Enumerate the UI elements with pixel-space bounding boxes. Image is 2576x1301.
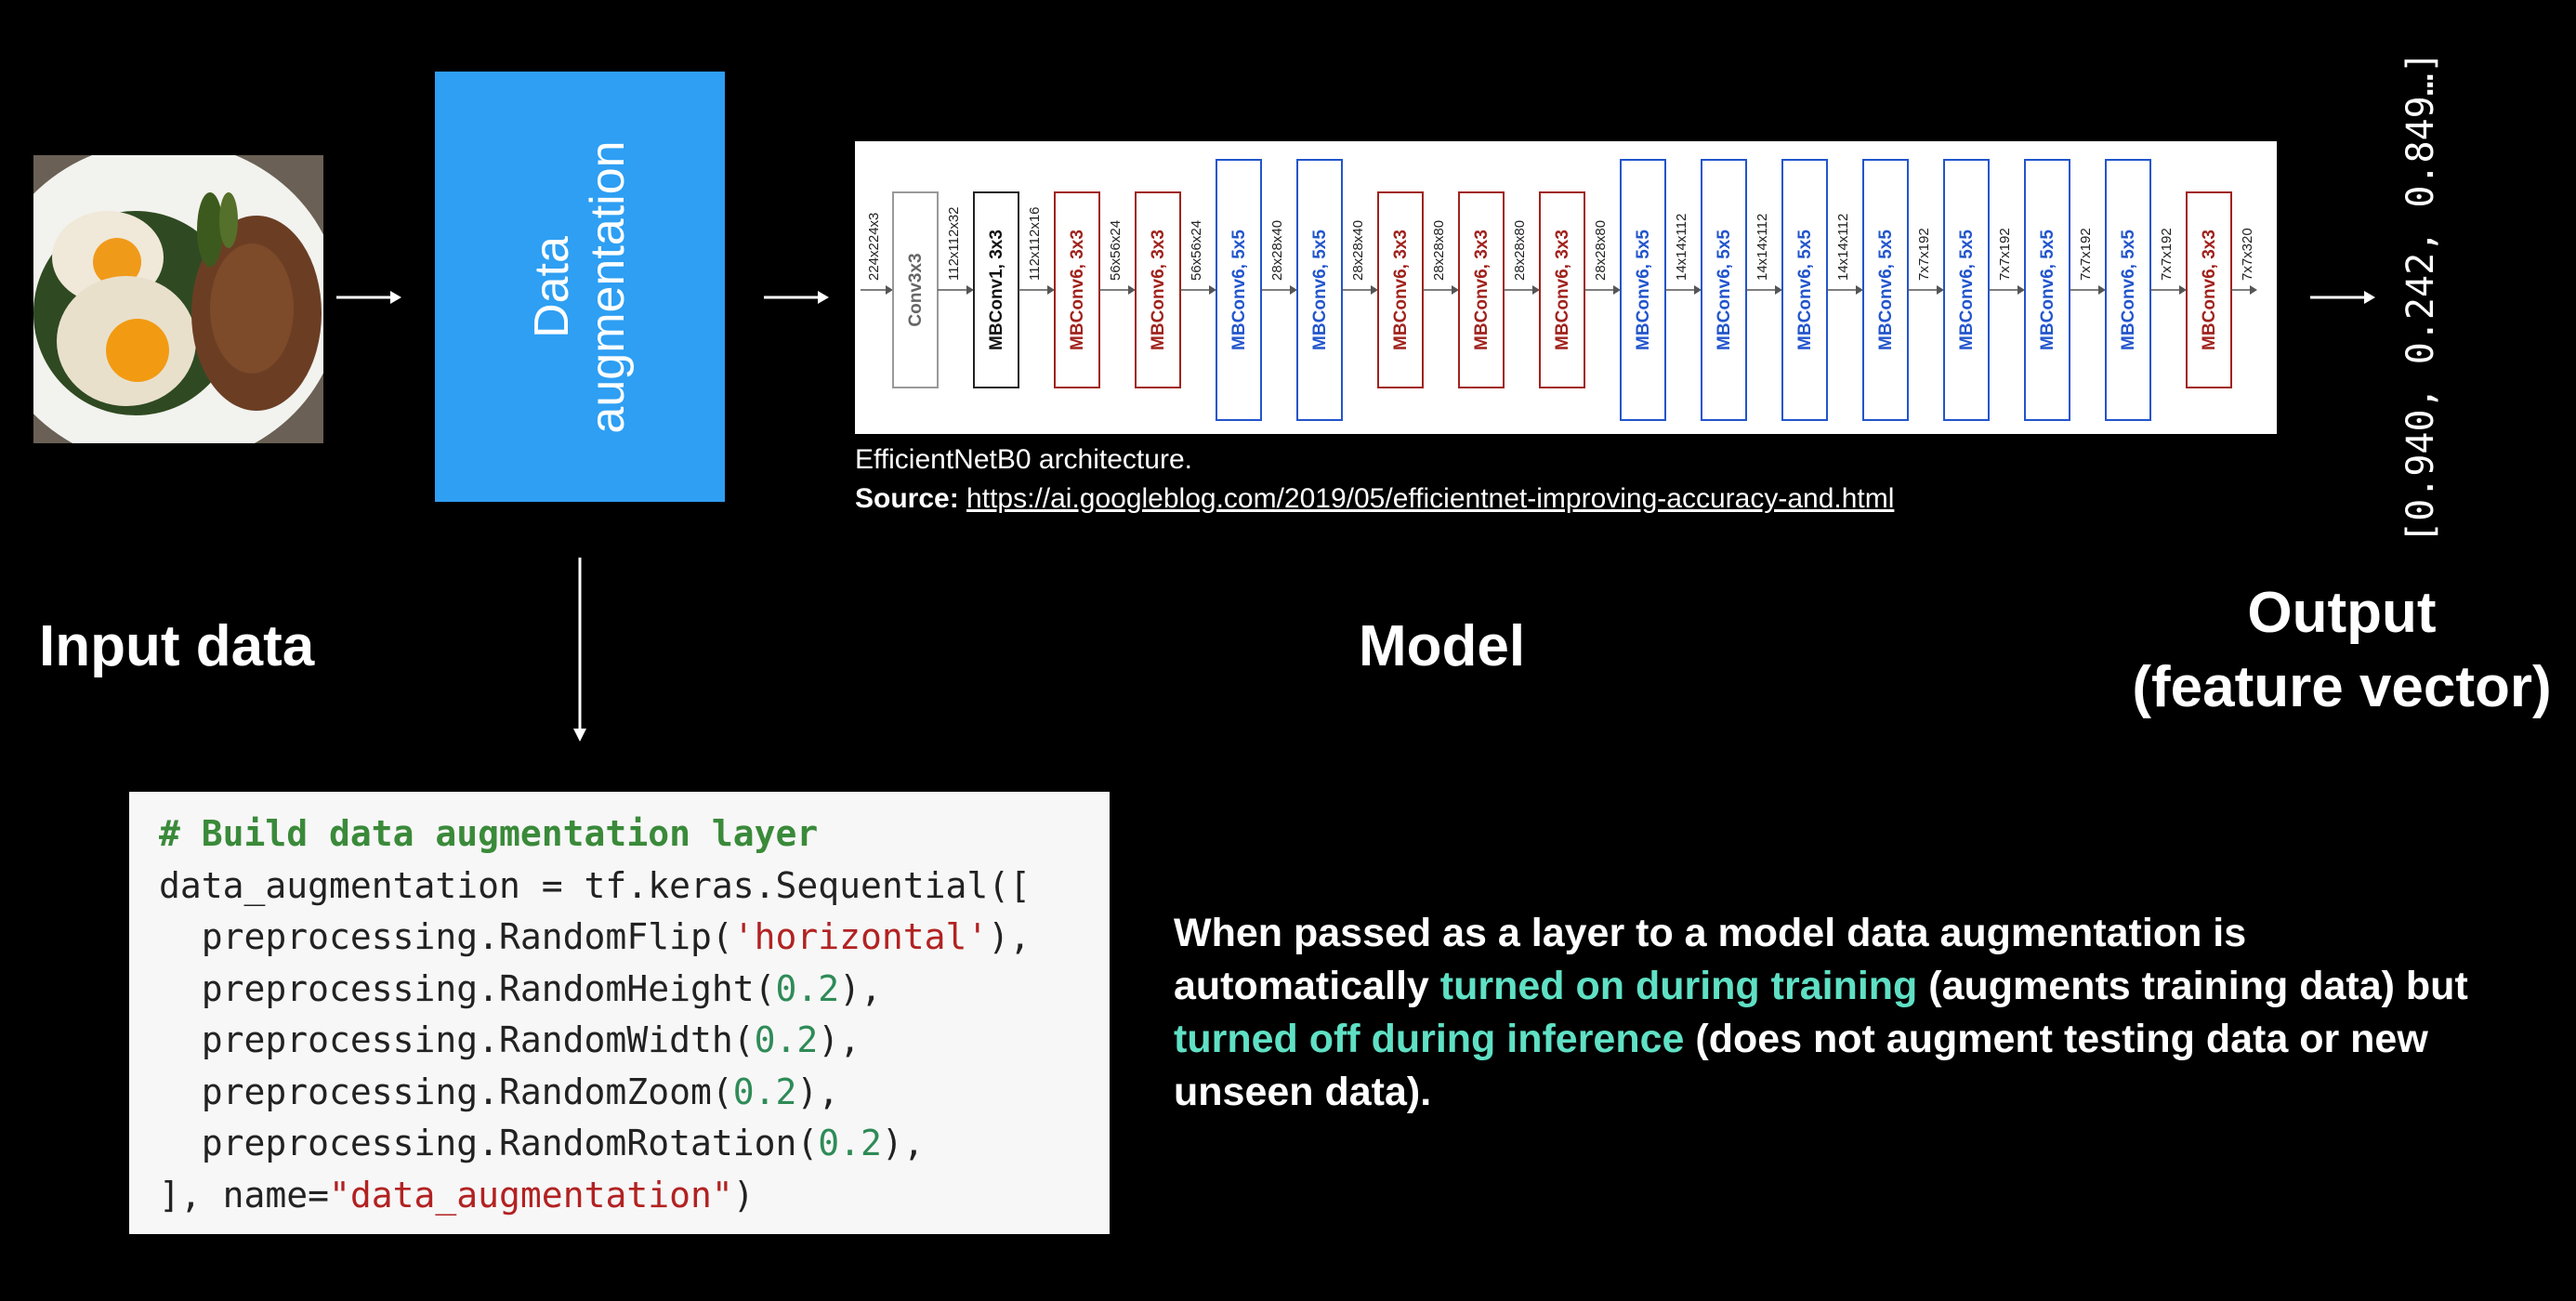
- output-shape-label: 14x14x112: [1674, 214, 1689, 281]
- model-title: Model: [1359, 614, 1526, 678]
- output-shape-label: 112x112x16: [1027, 206, 1043, 281]
- layer-box: [1943, 159, 1990, 421]
- output-shape-label: 28x28x80: [1593, 220, 1609, 281]
- layer-name: MBConv6, 3x3: [1068, 230, 1087, 350]
- arch-arrow-head: [1613, 285, 1621, 295]
- input-food-image: [33, 155, 323, 443]
- layer-box: [973, 191, 1019, 388]
- layer-name: MBConv6, 5x5: [1229, 230, 1249, 350]
- architecture-caption: EfficientNetB0 architecture. Source: htt…: [855, 440, 1894, 519]
- arch-arrow-head: [1290, 285, 1297, 295]
- layer-name: MBConv6, 5x5: [1876, 230, 1896, 350]
- output-shape-label: 56x56x24: [1108, 220, 1124, 281]
- output-shape-label: 7x7x192: [1997, 228, 2013, 281]
- arch-arrow-head: [1532, 285, 1540, 295]
- arch-arrow-head: [1128, 285, 1136, 295]
- layer-name: MBConv6, 5x5: [1634, 230, 1653, 350]
- caption-source-link[interactable]: https://ai.googleblog.com/2019/05/effici…: [966, 483, 1895, 514]
- layer-box: [1620, 159, 1666, 421]
- output-shape-label: 28x28x40: [1350, 220, 1366, 281]
- highlight-inference: turned off during inference: [1174, 1017, 1685, 1061]
- arch-arrow-head: [1371, 285, 1378, 295]
- layer-name: MBConv6, 5x5: [2038, 230, 2057, 350]
- output-shape-label: 28x28x40: [1269, 220, 1285, 281]
- layer-name: MBConv6, 3x3: [1553, 230, 1572, 350]
- arrow-augmentation-to-code: [573, 558, 586, 742]
- arch-arrow-head: [2250, 285, 2257, 295]
- layer-box: [1054, 191, 1100, 388]
- arch-arrow-head: [1209, 285, 1216, 295]
- layer-box: [892, 191, 939, 388]
- input-shape-label: 224x224x3: [866, 213, 882, 281]
- augmentation-note: When passed as a layer to a model data a…: [1174, 911, 2468, 1114]
- layer-name: MBConv6, 5x5: [1795, 230, 1815, 350]
- arch-arrow-head: [966, 285, 974, 295]
- layer-name: Conv3x3: [906, 253, 926, 326]
- arch-arrow-head: [1047, 285, 1055, 295]
- caption-title: EfficientNetB0 architecture.: [855, 444, 1192, 475]
- layer-box: [1216, 159, 1262, 421]
- arch-arrow-head: [1694, 285, 1702, 295]
- output-shape-label: 7x7x192: [1916, 228, 1932, 281]
- layer-box: [1862, 159, 1909, 421]
- output-shape-label: 56x56x24: [1189, 220, 1204, 281]
- output-shape-label: 7x7x192: [2159, 228, 2175, 281]
- layer-box: [1458, 191, 1505, 388]
- output-shape-label: 112x112x32: [946, 206, 962, 281]
- layer-name: MBConv6, 3x3: [1472, 230, 1492, 350]
- layer-name: MBConv6, 3x3: [1391, 230, 1411, 350]
- output-shape-label: 28x28x80: [1431, 220, 1447, 281]
- arrow-augmentation-to-model: [764, 291, 829, 304]
- output-shape-label: 7x7x320: [2240, 228, 2255, 281]
- output-shape-label: 7x7x192: [2078, 228, 2094, 281]
- layer-box: [2024, 159, 2070, 421]
- arch-arrow-head: [1856, 285, 1863, 295]
- arrow-input-to-augmentation: [336, 291, 401, 304]
- layer-name: MBConv6, 3x3: [2200, 230, 2219, 350]
- layer-name: MBConv6, 5x5: [1715, 230, 1734, 350]
- output-shape-label: 14x14x112: [1835, 214, 1851, 281]
- layer-box: [2186, 191, 2232, 388]
- layer-name: MBConv6, 5x5: [2119, 230, 2138, 350]
- arch-arrow-head: [1452, 285, 1459, 295]
- arch-arrow-input-head: [886, 285, 893, 295]
- code-text: # Build data augmentation layer data_aug…: [159, 813, 1032, 1216]
- output-title-line1: Output: [2247, 581, 2437, 645]
- caption-source: Source: https://ai.googleblog.com/2019/0…: [855, 480, 1894, 519]
- arch-arrow-head: [1775, 285, 1782, 295]
- feature-vector-text: [0.940, 0.242, 0.849…]: [2399, 51, 2442, 544]
- arch-arrow-head: [2017, 285, 2025, 295]
- arrow-model-to-output: [2310, 291, 2375, 304]
- layer-name: MBConv6, 3x3: [1149, 230, 1168, 350]
- code-snippet: # Build data augmentation layer data_aug…: [129, 792, 1110, 1234]
- layer-box: [1377, 191, 1424, 388]
- code-line: data_augmentation = tf.keras.Sequential(…: [159, 864, 1031, 906]
- input-data-title: Input data: [39, 614, 315, 678]
- arch-arrow-head: [2098, 285, 2106, 295]
- output-shape-label: 14x14x112: [1755, 214, 1770, 281]
- layer-name: MBConv6, 5x5: [1957, 230, 1977, 350]
- arch-arrow-head: [2179, 285, 2187, 295]
- layer-name: MBConv6, 5x5: [1310, 230, 1330, 350]
- feature-vector-values: [0.940, 0.242, 0.849…]: [2393, 51, 2449, 544]
- data-augmentation-block: Data augmentation: [435, 72, 725, 502]
- output-shape-label: 28x28x80: [1512, 220, 1528, 281]
- output-title-line2: (feature vector): [2132, 655, 2552, 719]
- highlight-training: turned on during training: [1439, 964, 1918, 1008]
- arch-arrow-head: [1937, 285, 1944, 295]
- caption-source-label: Source:: [855, 483, 959, 514]
- code-comment: # Build data augmentation layer: [159, 813, 819, 854]
- layer-box: [1701, 159, 1747, 421]
- layer-name: MBConv1, 3x3: [987, 230, 1006, 350]
- output-title: Output (feature vector): [2128, 576, 2556, 725]
- data-augmentation-label: Data augmentation: [525, 140, 635, 434]
- layer-box: [1296, 159, 1343, 421]
